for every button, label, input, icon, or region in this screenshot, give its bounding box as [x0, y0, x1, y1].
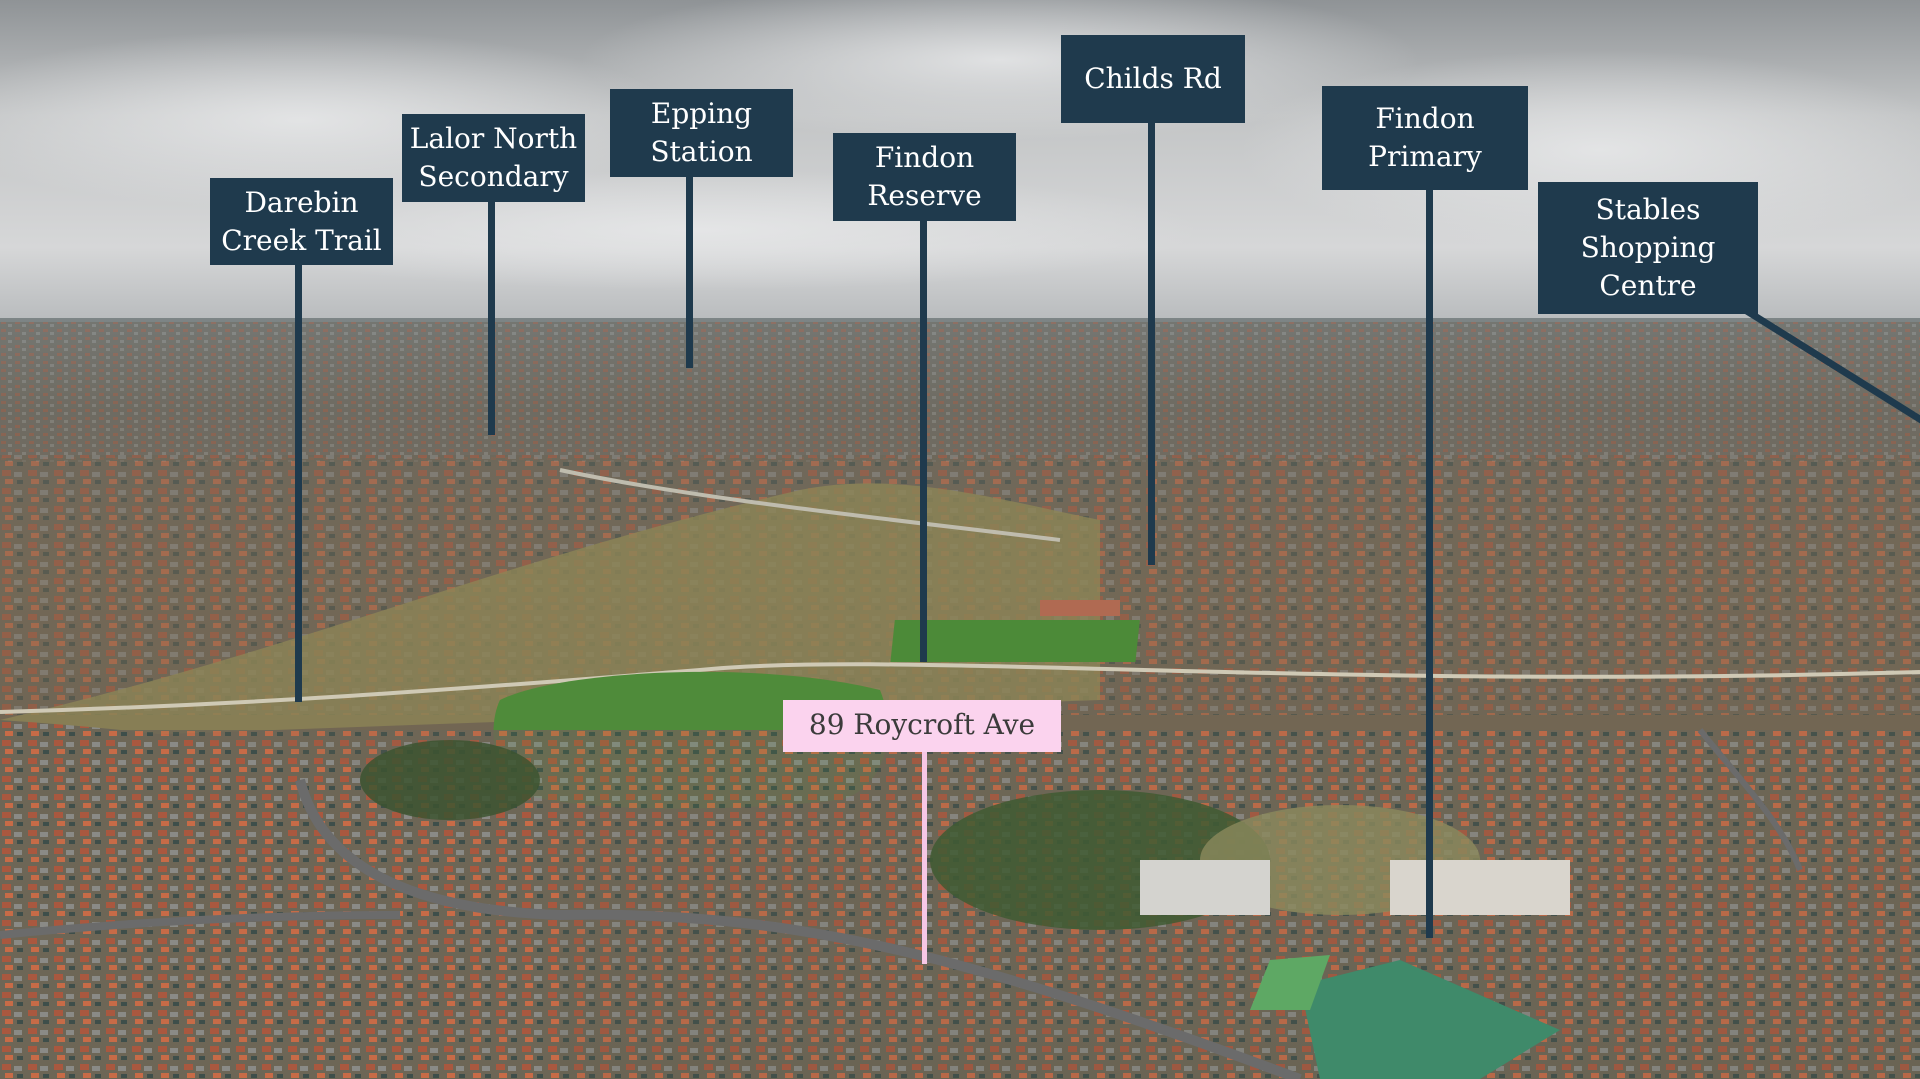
label-line: Reserve: [867, 179, 982, 212]
label-findon-reserve: Findon Reserve: [833, 133, 1016, 221]
darebin-pole: [295, 262, 302, 702]
label-line: Station: [650, 135, 753, 168]
label-line: Epping: [650, 97, 753, 130]
label-stables-shopping-centre: Stables Shopping Centre: [1538, 182, 1758, 314]
findon-reserve-pole: [920, 220, 927, 662]
label-line: Shopping: [1580, 231, 1716, 264]
label-line: Darebin: [244, 185, 359, 219]
findon-primary-pole: [1426, 188, 1433, 938]
label-lalor-north-secondary: Lalor North Secondary: [402, 114, 585, 202]
label-line: Stables: [1595, 193, 1701, 226]
label-line: Creek Trail: [221, 223, 382, 257]
label-findon-primary: Findon Primary: [1322, 86, 1528, 190]
label-line: Lalor North: [409, 122, 578, 155]
subject-pole: [922, 752, 927, 964]
label-childs-rd: Childs Rd: [1061, 35, 1245, 123]
label-line: Childs Rd: [1084, 62, 1222, 95]
label-darebin-creek-trail: Darebin Creek Trail: [210, 178, 393, 265]
epping-pole: [686, 175, 693, 368]
lalor-pole: [488, 200, 495, 435]
label-line: Primary: [1368, 140, 1482, 173]
label-line: Findon: [1375, 102, 1475, 135]
childs-pole: [1148, 120, 1155, 565]
subject-property-label: 89 Roycroft Ave: [783, 700, 1061, 752]
label-line: Centre: [1599, 269, 1697, 302]
label-epping-station: Epping Station: [610, 89, 793, 177]
label-line: Findon: [874, 141, 975, 174]
label-line: Secondary: [418, 160, 569, 193]
